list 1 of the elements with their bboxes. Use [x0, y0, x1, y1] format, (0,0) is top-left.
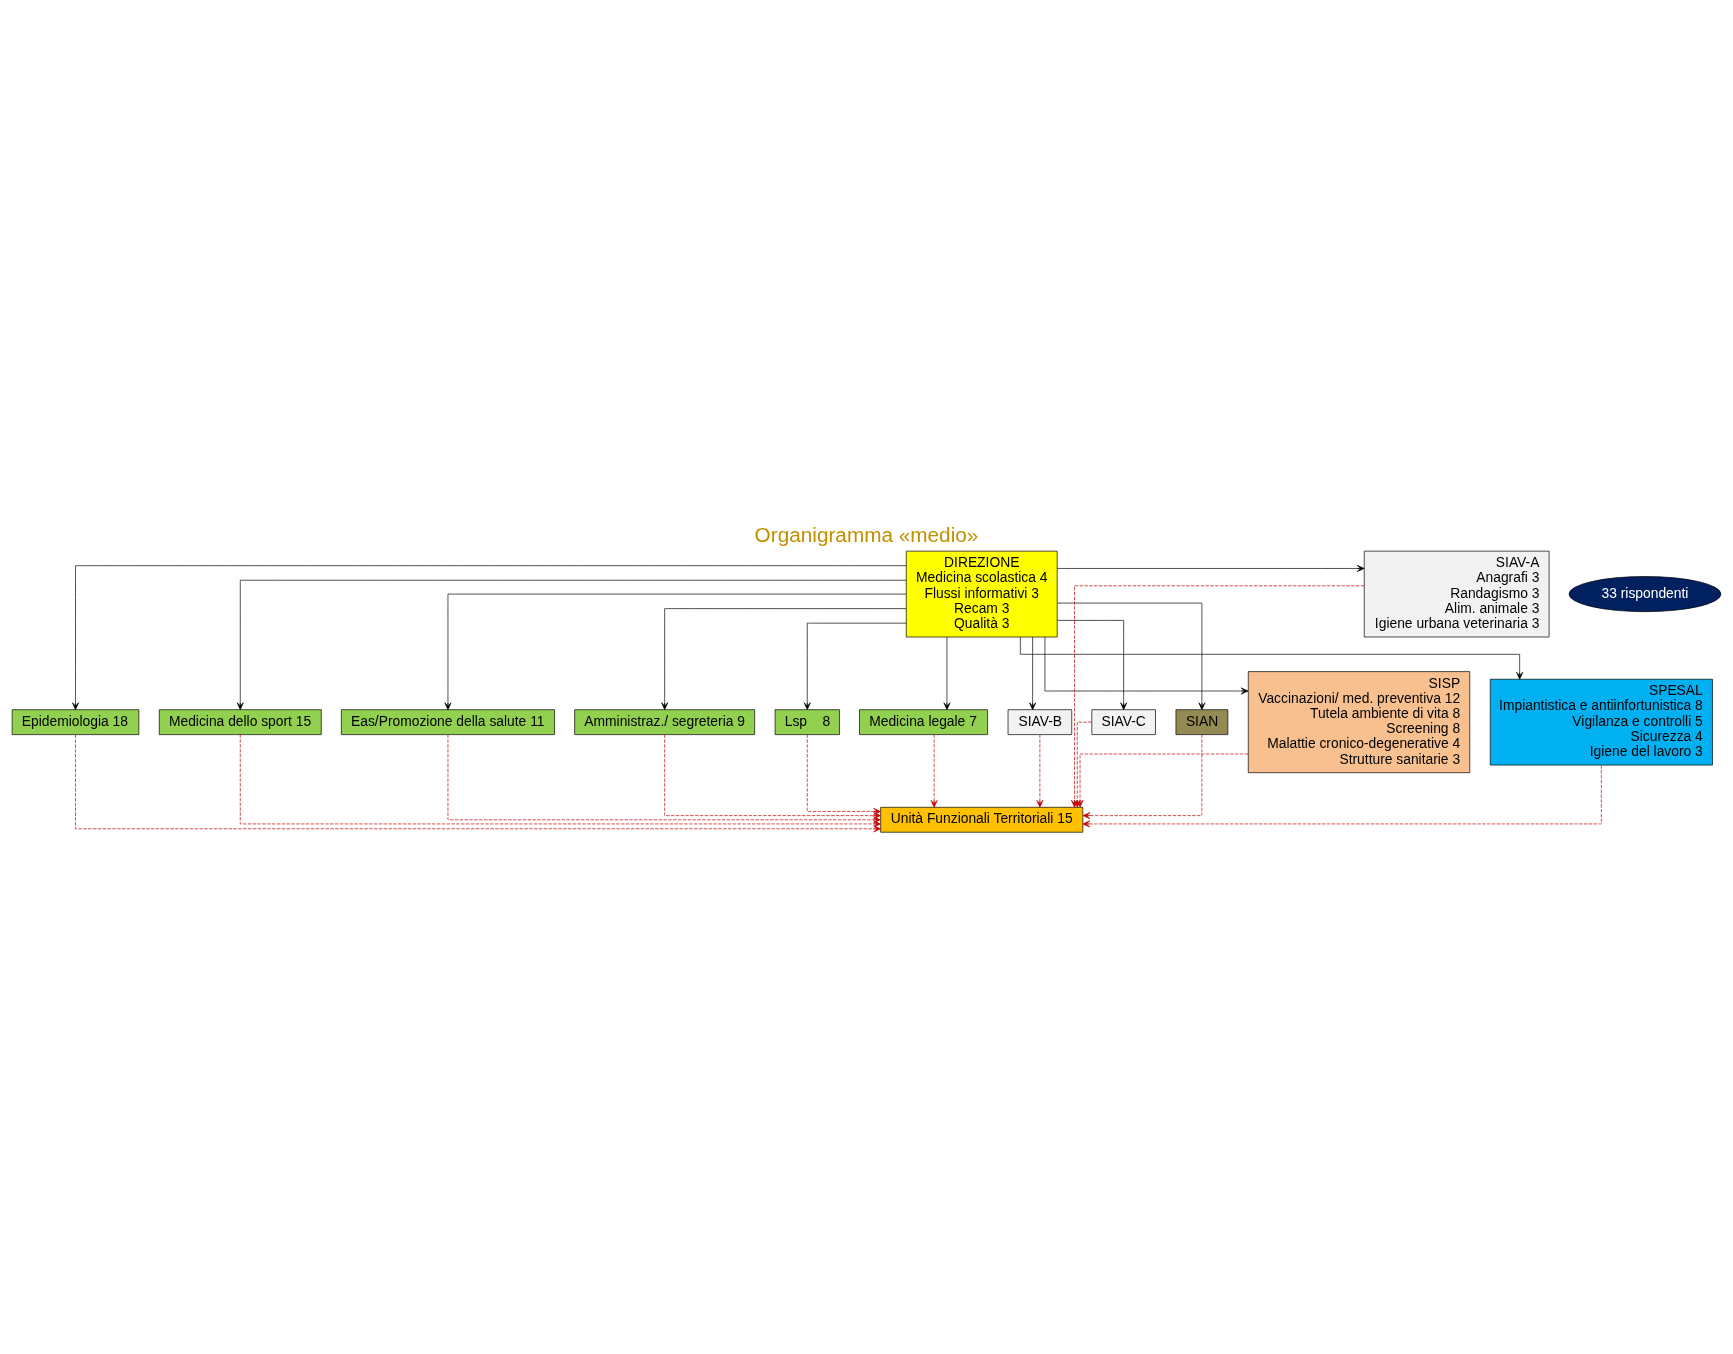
diagram-title: Organigramma «medio»: [754, 522, 979, 546]
